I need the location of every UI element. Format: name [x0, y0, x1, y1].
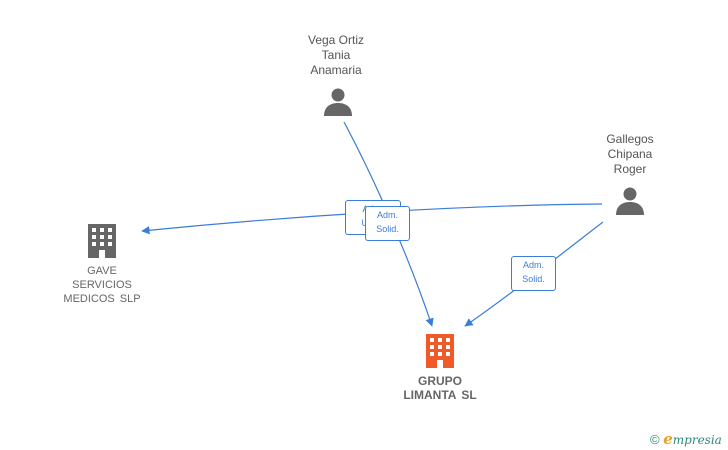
node-label-line: LIMANTA SL — [403, 388, 477, 402]
node-label-vega[interactable]: Vega Ortiz Tania Anamaria — [296, 33, 376, 78]
building-icon[interactable] — [88, 224, 116, 258]
brand-rest: mpresia — [672, 433, 722, 447]
node-label-line: Anamaria — [310, 63, 362, 77]
brand-initial: e — [663, 430, 673, 448]
node-label-line: Tania — [321, 48, 351, 62]
node-label-line: Chipana — [607, 147, 653, 161]
node-label-line: GRUPO — [417, 374, 462, 388]
node-label-gave[interactable]: GAVE SERVICIOS MEDICOS SLP — [50, 264, 154, 306]
relation-badge-line: Adm. — [522, 260, 544, 270]
relation-badge-line: Solid. — [522, 274, 545, 284]
building-icon[interactable] — [426, 334, 454, 368]
node-label-gallegos[interactable]: Gallegos Chipana Roger — [590, 132, 670, 177]
person-icon[interactable] — [616, 187, 644, 216]
relation-badge-line: Solid. — [376, 224, 399, 234]
node-label-line: MEDICOS SLP — [63, 293, 141, 305]
node-label-line: GAVE — [87, 265, 117, 277]
relation-badge-gallegos-grupo[interactable]: Adm. Solid. — [511, 256, 556, 291]
relation-badge-line: Adm. — [376, 210, 398, 220]
copyright-mark: © empresia — [650, 430, 722, 448]
person-icon[interactable] — [324, 88, 352, 117]
node-label-grupo[interactable]: GRUPO LIMANTA SL — [384, 374, 496, 402]
node-label-line: Vega Ortiz — [307, 33, 365, 47]
relation-badge-vega-grupo[interactable]: Adm. Solid. — [365, 206, 410, 241]
node-label-line: Roger — [613, 162, 647, 176]
node-label-line: Gallegos — [606, 132, 654, 146]
brand-logo[interactable]: empresia — [663, 430, 722, 448]
copyright-icon: © — [650, 432, 660, 447]
node-label-line: SERVICIOS — [72, 279, 132, 291]
